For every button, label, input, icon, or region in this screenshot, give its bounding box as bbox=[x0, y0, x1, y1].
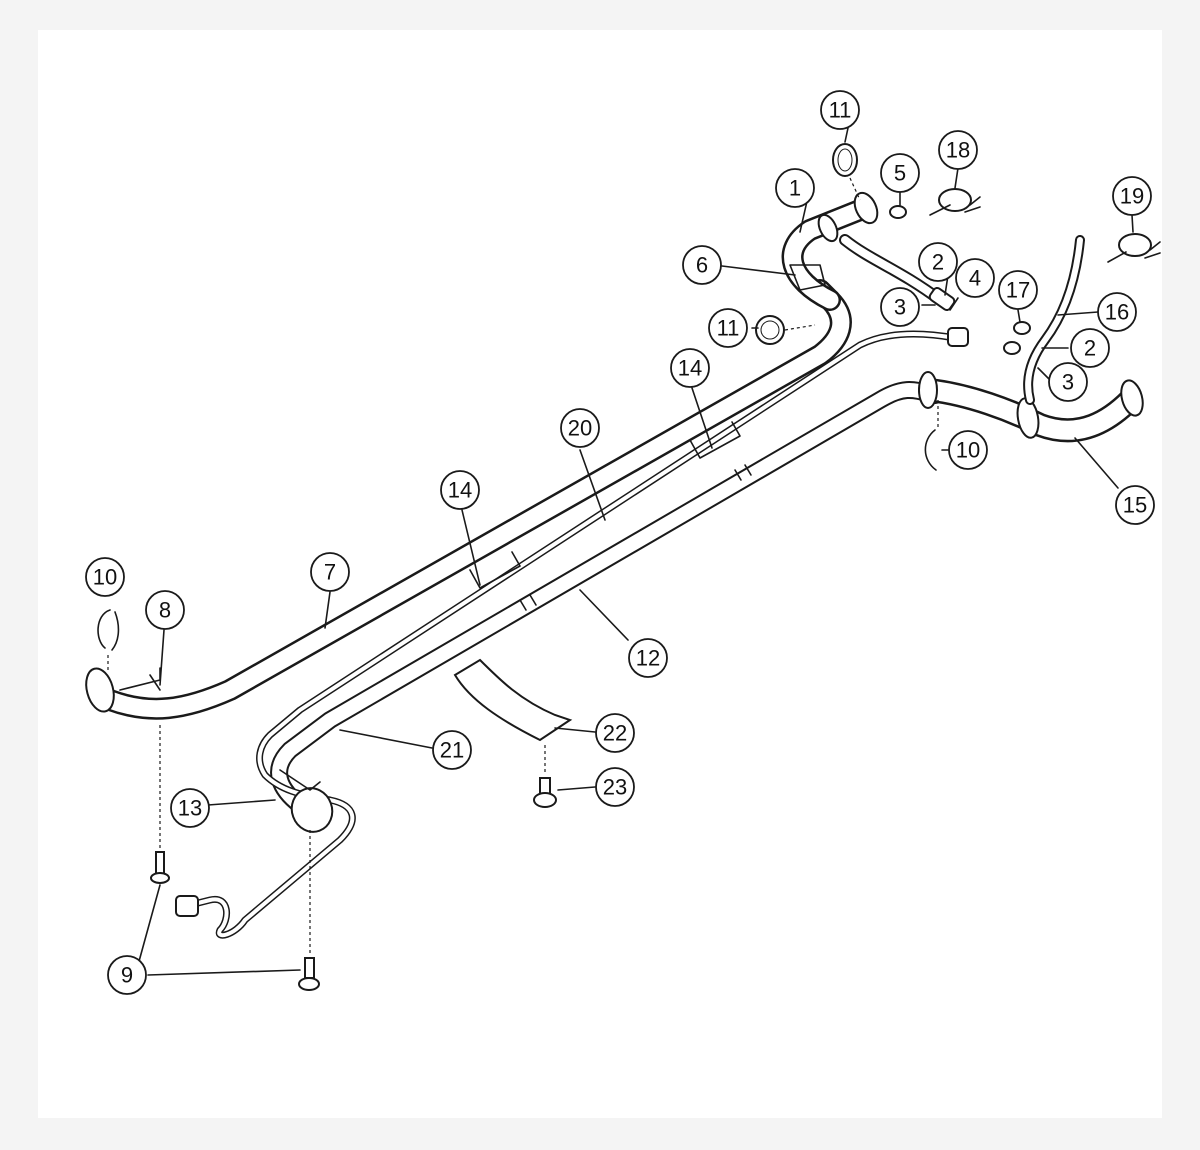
callout-9-left: 9 bbox=[107, 955, 147, 995]
clip-10-right bbox=[924, 400, 939, 471]
svg-text:18: 18 bbox=[946, 138, 970, 163]
screw-9-b bbox=[298, 830, 320, 991]
svg-text:15: 15 bbox=[1123, 493, 1147, 518]
o-ring-11-top bbox=[832, 143, 861, 201]
svg-text:8: 8 bbox=[159, 598, 171, 623]
leader-lines bbox=[137, 127, 1134, 976]
hose-7 bbox=[99, 279, 852, 720]
svg-text:13: 13 bbox=[178, 796, 202, 821]
callout-3-upper: 3 bbox=[880, 287, 920, 327]
callout-12: 12 bbox=[628, 638, 668, 678]
svg-text:23: 23 bbox=[603, 775, 627, 800]
callout-17: 17 bbox=[998, 270, 1038, 310]
callout-20: 20 bbox=[560, 408, 600, 448]
svg-text:11: 11 bbox=[717, 316, 740, 341]
callout-7: 7 bbox=[310, 552, 350, 592]
callout-6: 6 bbox=[682, 245, 722, 285]
callout-18: 18 bbox=[938, 130, 978, 170]
callout-10-left: 10 bbox=[85, 557, 125, 597]
clamp-17 bbox=[1003, 321, 1031, 355]
svg-text:4: 4 bbox=[969, 266, 981, 291]
callouts: 1 2 2 3 3 4 5 6 7 8 9 9 10 10 11 11 12 1… bbox=[85, 90, 1155, 995]
callout-5: 5 bbox=[880, 153, 920, 193]
callout-11-top: 11 bbox=[820, 90, 860, 130]
svg-text:16: 16 bbox=[1105, 300, 1129, 325]
svg-text:10: 10 bbox=[956, 438, 980, 463]
svg-text:14: 14 bbox=[678, 356, 702, 381]
svg-text:6: 6 bbox=[696, 253, 708, 278]
callout-15: 15 bbox=[1115, 485, 1155, 525]
callout-11-mid: 11 bbox=[708, 308, 748, 348]
svg-text:2: 2 bbox=[932, 250, 944, 275]
callout-4: 4 bbox=[955, 258, 995, 298]
svg-text:19: 19 bbox=[1120, 184, 1144, 209]
hose-4 bbox=[839, 234, 956, 312]
hose-12-end bbox=[279, 769, 334, 833]
svg-text:20: 20 bbox=[568, 416, 592, 441]
clamp-5 bbox=[889, 205, 907, 219]
svg-text:22: 22 bbox=[603, 721, 627, 746]
o-ring-11-mid bbox=[755, 315, 816, 345]
clip-brackets-14 bbox=[469, 421, 752, 611]
clamp-18 bbox=[929, 188, 981, 216]
svg-text:14: 14 bbox=[448, 478, 472, 503]
svg-text:7: 7 bbox=[324, 560, 336, 585]
clip-10-left bbox=[97, 609, 120, 672]
svg-text:17: 17 bbox=[1006, 278, 1030, 303]
hose-1 bbox=[781, 191, 879, 311]
callout-14-left: 14 bbox=[440, 470, 480, 510]
svg-text:1: 1 bbox=[789, 176, 801, 201]
callout-1: 1 bbox=[775, 168, 815, 208]
svg-text:10: 10 bbox=[93, 565, 117, 590]
svg-text:3: 3 bbox=[1062, 370, 1074, 395]
svg-text:12: 12 bbox=[636, 646, 660, 671]
bracket-22 bbox=[453, 658, 573, 742]
hose-7-end bbox=[85, 667, 161, 713]
svg-text:3: 3 bbox=[894, 295, 906, 320]
callout-8: 8 bbox=[145, 590, 185, 630]
svg-text:9: 9 bbox=[121, 963, 133, 988]
callout-21: 21 bbox=[432, 730, 472, 770]
callout-23: 23 bbox=[595, 767, 635, 807]
clamp-19 bbox=[1107, 233, 1161, 263]
svg-text:21: 21 bbox=[440, 738, 464, 763]
callout-2-upper: 2 bbox=[918, 242, 958, 282]
callout-16: 16 bbox=[1097, 292, 1137, 332]
hose-15 bbox=[918, 371, 1144, 443]
svg-text:2: 2 bbox=[1084, 336, 1096, 361]
callout-10-right: 10 bbox=[948, 430, 988, 470]
hose-16 bbox=[1023, 235, 1085, 405]
callout-14-right: 14 bbox=[670, 348, 710, 388]
bolt-23 bbox=[533, 745, 557, 808]
callout-19: 19 bbox=[1112, 176, 1152, 216]
svg-text:5: 5 bbox=[894, 161, 906, 186]
bracket-6 bbox=[789, 264, 826, 291]
line-fitting-lower bbox=[175, 895, 199, 917]
line-fitting-upper bbox=[947, 327, 969, 347]
callout-3-right: 3 bbox=[1048, 362, 1088, 402]
callout-22: 22 bbox=[595, 713, 635, 753]
callout-2-right: 2 bbox=[1070, 328, 1110, 368]
svg-text:11: 11 bbox=[829, 98, 852, 123]
screw-9-a bbox=[150, 725, 170, 884]
callout-13: 13 bbox=[170, 788, 210, 828]
